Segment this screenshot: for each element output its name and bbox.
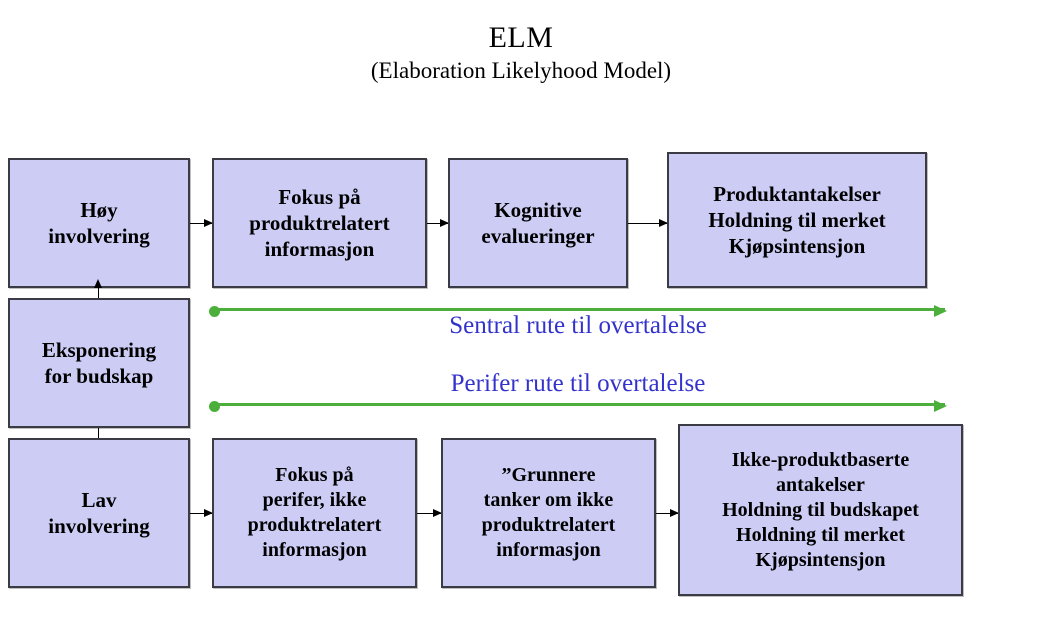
arrow-exposure-to-high-involvement	[94, 279, 103, 298]
node-low-involvement[interactable]: Lav involvering	[8, 438, 190, 588]
route-arrow-peripheral	[209, 399, 947, 412]
route-arrow-central	[209, 304, 947, 317]
node-shallow-thoughts[interactable]: ”Grunnere tanker om ikke produktrelatert…	[441, 438, 656, 588]
arrow-high-involvement-to-central-focus	[190, 219, 213, 228]
node-peripheral-focus[interactable]: Fokus på perifer, ikke produktrelatert i…	[212, 438, 417, 588]
node-central-focus[interactable]: Fokus på produktrelatert informasjon	[212, 158, 427, 288]
route-label-peripheral: Perifer rute til overtalelse	[450, 370, 706, 397]
route-label-central: Sentral rute til overtalelse	[449, 312, 707, 339]
node-cognitive-eval[interactable]: Kognitive evalueringer	[448, 158, 628, 288]
arrow-shallow-thoughts-to-peripheral-outcomes	[656, 509, 679, 518]
page-subtitle: (Elaboration Likelyhood Model)	[370, 58, 672, 83]
diagram-title-block: ELM (Elaboration Likelyhood Model)	[0, 20, 1042, 85]
arrow-cognitive-eval-to-central-outcomes	[628, 219, 668, 228]
node-central-outcomes[interactable]: Produktantakelser Holdning til merket Kj…	[667, 152, 927, 288]
page-title: ELM	[488, 21, 554, 54]
arrow-exposure-to-low-involvement	[94, 428, 103, 447]
arrow-low-involvement-to-peripheral-focus	[190, 509, 213, 518]
node-high-involvement[interactable]: Høy involvering	[8, 158, 190, 288]
node-peripheral-outcomes[interactable]: Ikke-produktbaserte antakelser Holdning …	[678, 424, 963, 596]
node-exposure[interactable]: Eksponering for budskap	[8, 298, 190, 428]
arrow-peripheral-focus-to-shallow-thoughts	[417, 509, 442, 518]
arrow-central-focus-to-cognitive-eval	[427, 219, 449, 228]
